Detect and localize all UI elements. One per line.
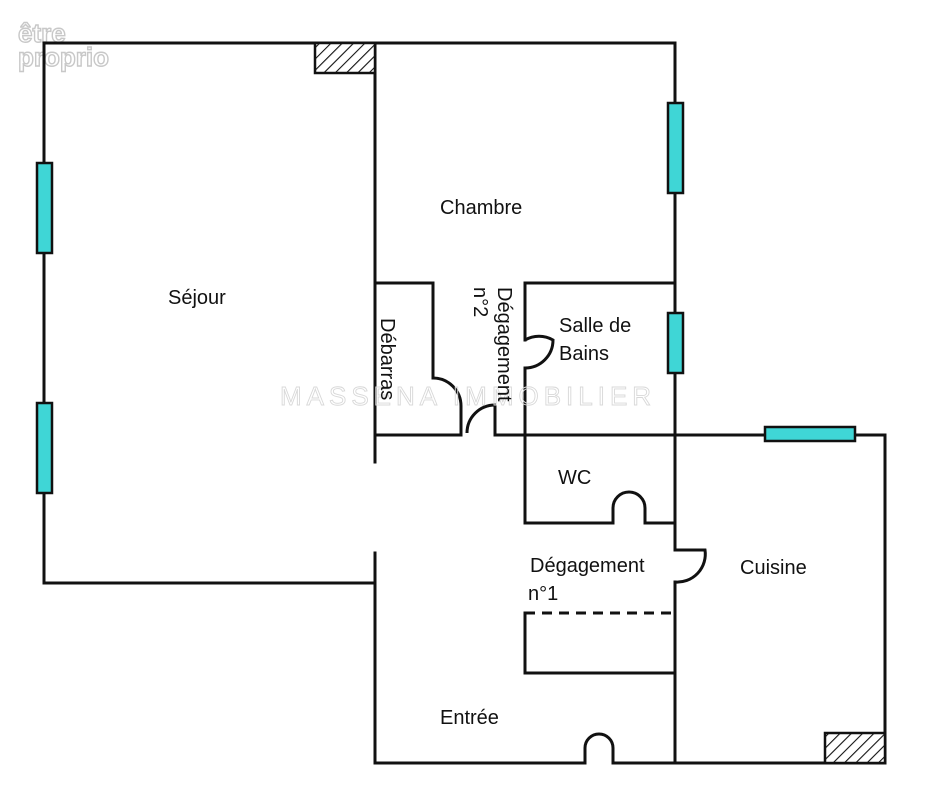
label-wc: WC bbox=[558, 467, 591, 489]
label-degagement2-number: n°2 bbox=[469, 287, 491, 317]
window-salle-de-bains bbox=[666, 311, 685, 375]
door-debarras bbox=[432, 376, 463, 437]
watermark-logo-line1: être bbox=[18, 18, 66, 48]
window-sejour-upper bbox=[35, 161, 54, 255]
door-wc bbox=[611, 490, 647, 523]
label-degagement1-line2: n°1 bbox=[528, 583, 558, 605]
door-cuisine bbox=[674, 548, 707, 584]
label-chambre: Chambre bbox=[440, 197, 522, 219]
door-salle-de-bains bbox=[524, 334, 555, 370]
window-sejour-lower bbox=[35, 401, 54, 495]
window-cuisine bbox=[763, 425, 857, 443]
label-salle-de-bains-line2: Bains bbox=[559, 343, 609, 365]
door-degagement2 bbox=[465, 403, 497, 435]
wall-sejour-outer bbox=[42, 41, 377, 585]
label-entree: Entrée bbox=[440, 707, 499, 729]
hatched-blocks bbox=[313, 41, 887, 765]
wall-chambre-outer bbox=[373, 41, 677, 437]
watermark-logo-line2: proprio bbox=[18, 42, 109, 72]
label-degagement2: Dégagement n°2 bbox=[469, 287, 515, 407]
label-degagement2-text: Dégagement bbox=[493, 287, 515, 402]
windows bbox=[35, 101, 857, 495]
label-salle-de-bains-line1: Salle de bbox=[559, 315, 631, 337]
window-chambre bbox=[666, 101, 685, 195]
label-degagement1-line1: Dégagement bbox=[530, 555, 645, 577]
label-cuisine: Cuisine bbox=[740, 557, 807, 579]
hatched-block-bottom bbox=[823, 731, 887, 765]
label-debarras: Débarras bbox=[376, 318, 398, 400]
label-sejour: Séjour bbox=[168, 287, 226, 309]
watermark-agency: MASSENA IMMOBILIER bbox=[280, 381, 656, 411]
watermark-logo: être proprio bbox=[17, 17, 109, 72]
hatched-block-top bbox=[313, 41, 377, 75]
doors bbox=[432, 334, 707, 763]
door-entree bbox=[583, 732, 615, 763]
room-labels: Séjour Chambre Débarras Dégagement n°2 S… bbox=[168, 197, 807, 729]
